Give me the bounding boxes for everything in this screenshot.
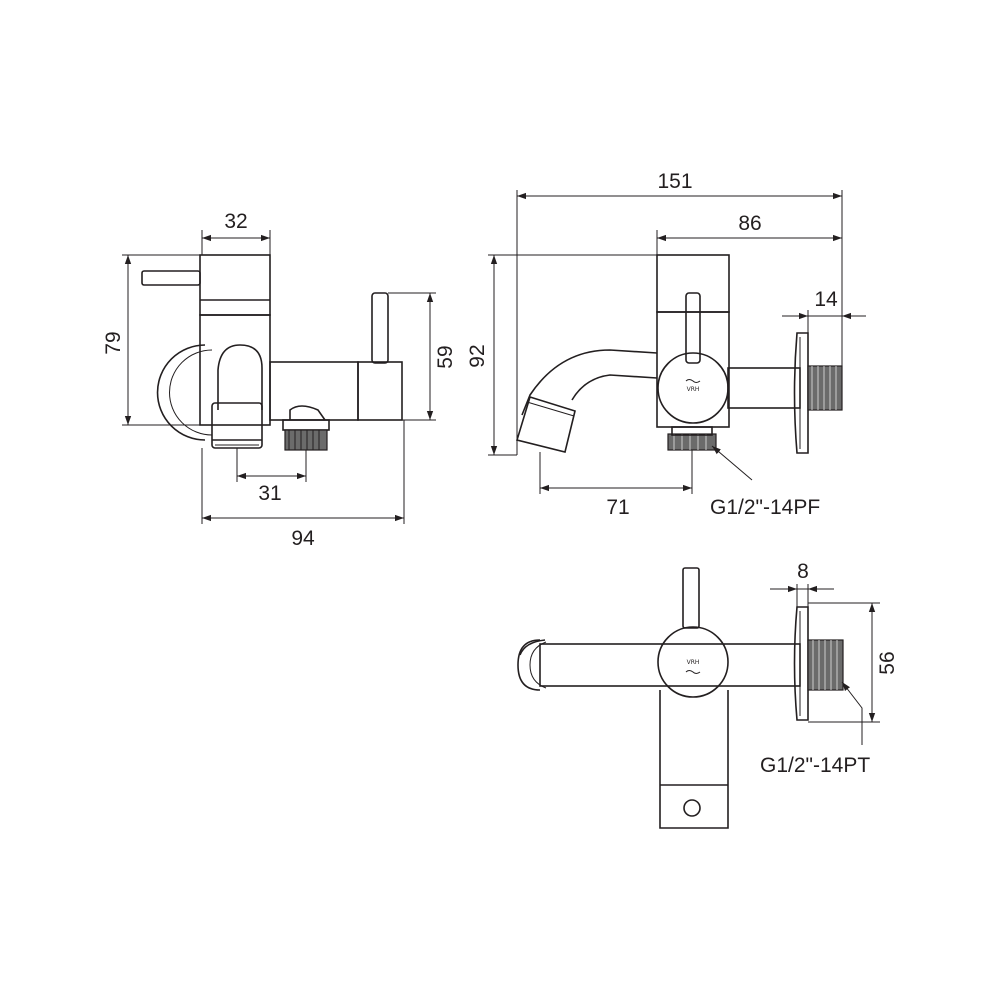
front-wall-pipe <box>727 367 801 409</box>
dim-label-14: 14 <box>814 288 838 311</box>
top-spout-end <box>517 639 541 691</box>
side-view: 32 79 59 31 94 <box>102 210 457 550</box>
side-handle-cap <box>199 254 271 316</box>
dim-label-31: 31 <box>258 482 281 505</box>
top-screw-hole <box>683 799 701 817</box>
top-view: VRH 8 56 G1/2"-14PT <box>517 560 899 829</box>
top-hub <box>657 626 729 698</box>
dim-label-32: 32 <box>224 210 247 233</box>
front-view: VRH <box>466 170 866 519</box>
front-outlet-thread <box>667 433 717 451</box>
side-outlet-nut <box>282 419 330 431</box>
side-body <box>199 314 271 426</box>
top-wall-flange <box>793 606 809 721</box>
dim-label-71: 71 <box>606 496 629 519</box>
front-aerator <box>515 395 576 453</box>
side-lever <box>141 270 201 286</box>
front-handle <box>685 292 701 364</box>
dim-label-92: 92 <box>466 344 489 367</box>
front-wall-flange <box>793 332 809 454</box>
front-body <box>656 311 730 428</box>
dim-label-86: 86 <box>738 212 761 235</box>
side-valve-body <box>269 361 359 421</box>
dim-label-8: 8 <box>797 560 809 583</box>
front-inlet-thread <box>807 365 843 411</box>
side-valve-cap <box>357 361 403 421</box>
leader-inlet-thread <box>841 681 863 745</box>
top-brand-logo: VRH <box>687 659 700 666</box>
top-lower-body <box>659 690 729 829</box>
dim-label-151: 151 <box>657 170 692 193</box>
front-spout-bottom <box>571 374 658 401</box>
leader-outlet-thread <box>711 445 753 481</box>
side-spout <box>217 344 263 410</box>
dim-label-94: 94 <box>291 527 315 550</box>
thread-label-pf: G1/2"-14PF <box>710 496 820 519</box>
front-brand-logo: VRH <box>687 386 700 393</box>
thread-label-pt: G1/2"-14PT <box>760 754 870 777</box>
side-outlet-thread <box>284 429 328 451</box>
side-wall-flange <box>156 344 206 441</box>
dim-label-56: 56 <box>876 651 899 674</box>
top-spout <box>539 643 801 687</box>
front-body-top <box>656 254 730 313</box>
top-handle <box>682 567 700 629</box>
dim-label-79: 79 <box>102 331 125 354</box>
side-vertical-handle <box>371 292 389 364</box>
front-spout-top <box>521 349 658 416</box>
dim-label-59: 59 <box>434 345 457 368</box>
